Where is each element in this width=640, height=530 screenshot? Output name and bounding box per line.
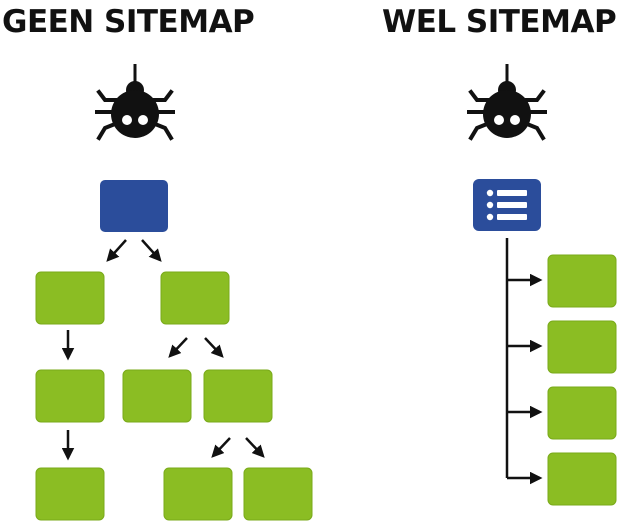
page-box <box>35 271 105 325</box>
list-icon <box>486 189 527 221</box>
right-diagram <box>467 62 617 506</box>
spider-icon <box>467 62 547 140</box>
page-box <box>547 386 617 440</box>
arrow <box>204 337 224 358</box>
page-box <box>203 369 273 423</box>
left-diagram <box>35 62 313 521</box>
page-box <box>243 467 313 521</box>
arrow <box>168 337 188 358</box>
spider-icon <box>95 62 175 140</box>
arrow <box>141 239 162 262</box>
sitemap-list-box <box>473 179 541 231</box>
page-box <box>122 369 192 423</box>
root-page-box <box>100 180 168 232</box>
page-box <box>547 452 617 506</box>
title-geen-sitemap: GEEN SITEMAP <box>2 4 255 40</box>
page-box <box>160 271 230 325</box>
arrow <box>106 239 127 262</box>
page-box <box>163 467 233 521</box>
page-box <box>35 467 105 521</box>
page-box <box>547 254 617 308</box>
page-box <box>547 320 617 374</box>
arrow <box>211 437 231 458</box>
page-box <box>35 369 105 423</box>
arrow <box>245 437 265 458</box>
title-wel-sitemap: WEL SITEMAP <box>382 4 617 40</box>
